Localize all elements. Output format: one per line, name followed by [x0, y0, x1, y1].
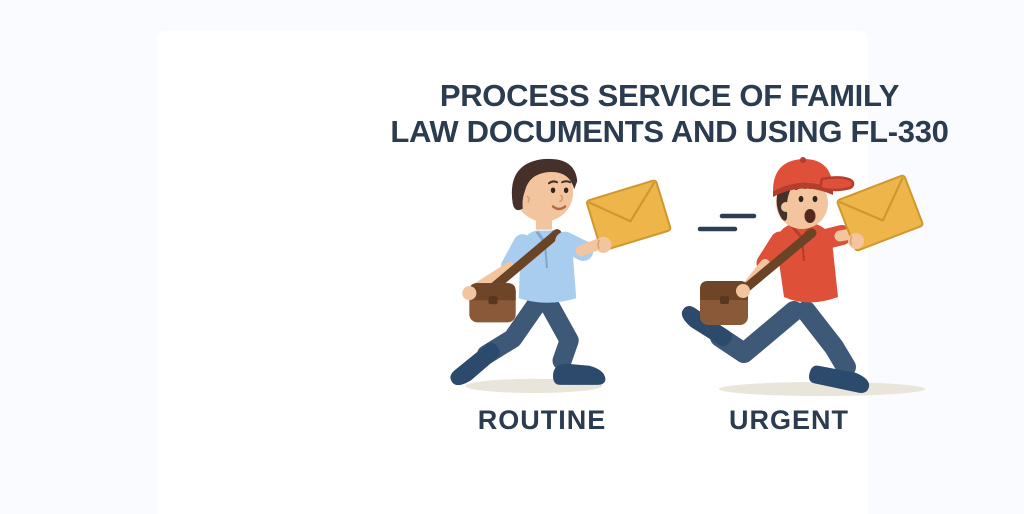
- running-courier-illustration: [681, 157, 925, 396]
- eye: [812, 195, 818, 203]
- smiling-mouth: [551, 205, 567, 211]
- nose: [559, 194, 564, 203]
- eye: [550, 187, 556, 194]
- infographic-title: PROCESS SERVICE OF FAMILY LAW DOCUMENTS …: [314, 78, 1024, 150]
- speed-lines-icon: [697, 213, 757, 232]
- bag-strap: [735, 228, 817, 298]
- eyebrow: [561, 180, 572, 184]
- messenger-bag: [700, 281, 748, 325]
- red-cap: [773, 157, 855, 197]
- head: [511, 158, 578, 222]
- eye: [563, 187, 569, 194]
- gripping-hand: [595, 236, 612, 253]
- back-leg: [681, 301, 804, 363]
- urgent-label: URGENT: [729, 405, 849, 435]
- hanging-fist: [462, 286, 477, 301]
- ground-shadow: [719, 382, 925, 396]
- walking-courier-illustration: [450, 158, 672, 393]
- front-leg: [796, 301, 870, 393]
- ear: [781, 202, 791, 212]
- envelope-icon: [836, 174, 924, 252]
- hair: [511, 158, 578, 211]
- infographic-card: PROCESS SERVICE OF FAMILY LAW DOCUMENTS …: [157, 31, 949, 514]
- messenger-bag: [469, 283, 516, 323]
- back-fist: [736, 284, 750, 298]
- eyebrow: [547, 180, 559, 185]
- bag-strap: [487, 229, 562, 293]
- routine-label: ROUTINE: [477, 405, 607, 435]
- front-leg: [538, 292, 606, 385]
- gripping-hand: [848, 233, 864, 249]
- open-mouth: [804, 209, 816, 223]
- back-leg: [450, 292, 548, 386]
- eye: [798, 195, 804, 203]
- envelope-icon: [586, 179, 672, 252]
- title-line-1: PROCESS SERVICE OF FAMILY: [439, 78, 900, 113]
- title-line-2: LAW DOCUMENTS AND USING FL-330: [390, 114, 949, 149]
